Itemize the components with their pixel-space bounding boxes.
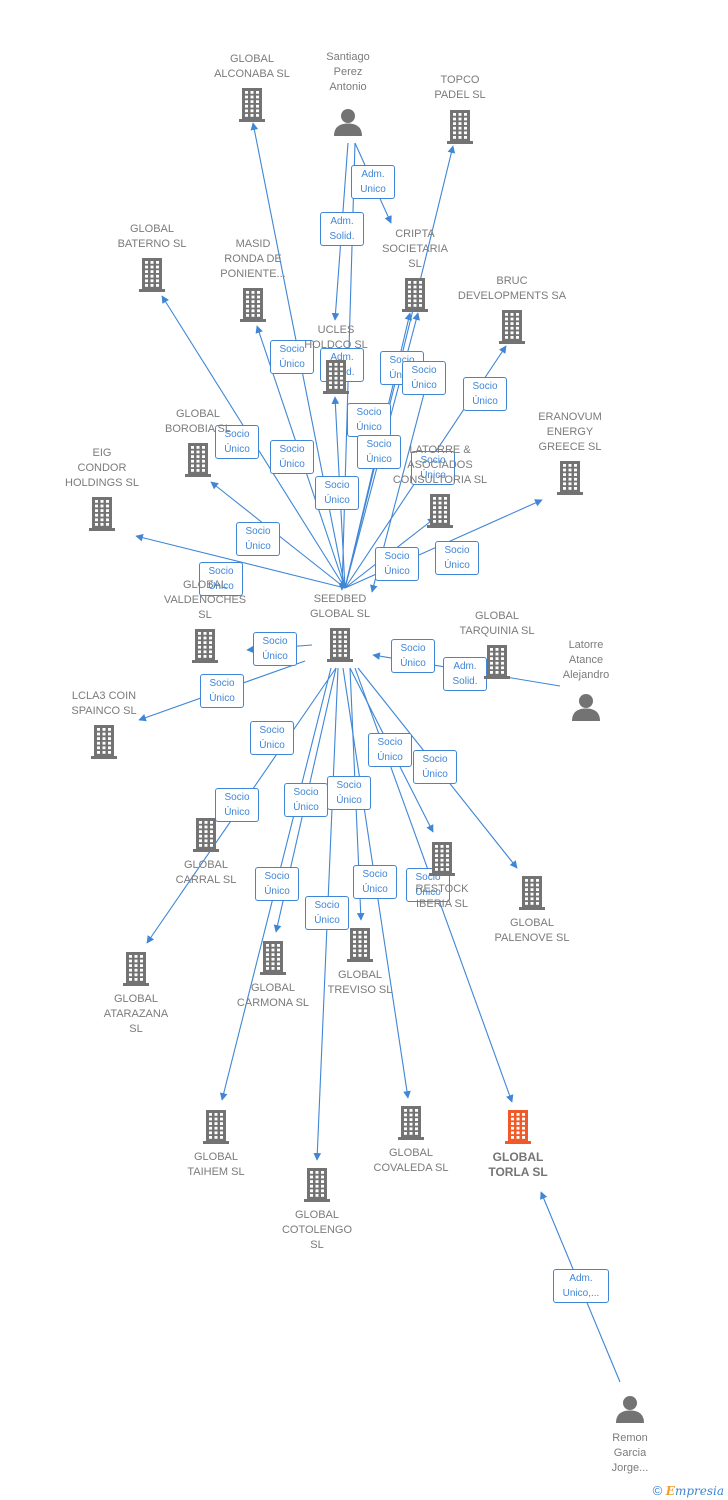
brand-logo: Empresia xyxy=(665,1484,724,1498)
relation-label[interactable]: Socio Único xyxy=(270,340,314,374)
building-icon xyxy=(484,645,510,679)
building-icon xyxy=(519,876,545,910)
building-icon xyxy=(429,842,455,876)
person-icon xyxy=(616,1396,644,1423)
building-icon xyxy=(185,443,211,477)
building-icon xyxy=(347,928,373,962)
building-icon xyxy=(239,88,265,122)
relation-label[interactable]: Socio Único xyxy=(413,750,457,784)
relation-label[interactable]: Socio Único xyxy=(284,783,328,817)
node-label: GLOBAL VALDENOCHES SL xyxy=(163,579,247,621)
node-label: GLOBAL PALENOVE SL xyxy=(494,917,570,944)
building-icon xyxy=(398,1106,424,1140)
building-icon xyxy=(139,258,165,292)
relation-label[interactable]: Socio Único xyxy=(347,403,391,437)
relation-label[interactable]: Socio Único xyxy=(353,865,397,899)
node-label: TOPCO PADEL SL xyxy=(434,74,486,101)
relation-label[interactable]: Socio Único xyxy=(255,867,299,901)
node-label: GLOBAL CARMONA SL xyxy=(236,982,310,1009)
node-label: GLOBAL TORLA SL xyxy=(488,1150,548,1179)
building-icon xyxy=(323,360,349,394)
node-label: RESTOCK IBERIA SL xyxy=(415,883,469,910)
relation-label[interactable]: Socio Único xyxy=(435,541,479,575)
relation-label[interactable]: Adm. Unico,... xyxy=(553,1269,609,1303)
node-label: SEEDBED GLOBAL SL xyxy=(309,593,371,620)
relation-label[interactable]: Socio Único xyxy=(463,377,507,411)
node-label: MASID RONDA DE PONIENTE... xyxy=(220,238,286,280)
node-label: Santiago Perez Antonio xyxy=(326,51,370,93)
node-label: GLOBAL COVALEDA SL xyxy=(373,1147,449,1174)
building-icon xyxy=(91,725,117,759)
node-label: CRIPTA SOCIETARIA SL xyxy=(382,228,448,270)
relation-label[interactable]: Socio Único xyxy=(236,522,280,556)
node-label: GLOBAL COTOLENGO SL xyxy=(281,1209,353,1251)
copyright-symbol: © xyxy=(652,1483,663,1498)
building-icon xyxy=(260,941,286,975)
relation-label[interactable]: Socio Único xyxy=(327,776,371,810)
building-icon xyxy=(193,818,219,852)
node-label: EIG CONDOR HOLDINGS SL xyxy=(65,447,139,489)
relation-label[interactable]: Adm. Solid. xyxy=(443,657,487,691)
relation-label[interactable]: Socio Único xyxy=(215,788,259,822)
relation-label[interactable]: Socio Único xyxy=(305,896,349,930)
relation-label[interactable]: Socio Único xyxy=(215,425,259,459)
relation-label[interactable]: Adm. Unico xyxy=(351,165,395,199)
node-label: GLOBAL ALCONABA SL xyxy=(214,53,290,80)
node-label: GLOBAL ATARAZANA SL xyxy=(103,993,169,1035)
node-label: UCLES HOLDCO SL xyxy=(304,324,368,351)
relation-label[interactable]: Socio Único xyxy=(315,476,359,510)
building-icon xyxy=(402,278,428,312)
node-label: GLOBAL TARQUINIA SL xyxy=(459,610,535,637)
building-icon xyxy=(192,629,218,663)
relation-label[interactable]: Socio Único xyxy=(270,440,314,474)
node-label: BRUC DEVELOPMENTS SA xyxy=(457,275,567,302)
building-icon xyxy=(203,1110,229,1144)
building-icon xyxy=(557,461,583,495)
building-icon xyxy=(427,494,453,528)
building-icon xyxy=(240,288,266,322)
relation-label[interactable]: Socio Único xyxy=(406,868,450,902)
building-icon xyxy=(447,110,473,144)
relation-label[interactable]: Socio Único xyxy=(391,639,435,673)
node-label: Latorre Atance Alejandro xyxy=(562,639,610,681)
relation-label[interactable]: Socio Único xyxy=(402,361,446,395)
node-label: ERANOVUM ENERGY GREECE SL xyxy=(538,411,602,453)
building-icon xyxy=(499,310,525,344)
relation-label[interactable]: Socio Único xyxy=(411,451,455,485)
building-icon xyxy=(505,1110,531,1144)
node-label: GLOBAL CARRAL SL xyxy=(175,859,237,886)
building-icon xyxy=(304,1168,330,1202)
relation-label[interactable]: Socio Único xyxy=(199,562,243,596)
relation-label[interactable]: Socio Único xyxy=(200,674,244,708)
node-label: Remon Garcia Jorge... xyxy=(611,1432,649,1474)
relation-label[interactable]: Adm. Solid. xyxy=(320,212,364,246)
node-label: GLOBAL TAIHEM SL xyxy=(187,1151,245,1178)
building-icon xyxy=(89,497,115,531)
relation-label[interactable]: Socio Único xyxy=(368,733,412,767)
node-label: LATORRE & ASOCIADOS CONSULTORIA SL xyxy=(392,444,488,486)
person-icon xyxy=(572,694,600,721)
footer-credit[interactable]: © Empresia xyxy=(653,1483,724,1498)
relation-label[interactable]: Socio Único xyxy=(250,721,294,755)
relation-label[interactable]: Socio Único xyxy=(253,632,297,666)
person-icon xyxy=(334,109,362,136)
relation-label[interactable]: Socio Único xyxy=(357,435,401,469)
node-label: GLOBAL BATERNO SL xyxy=(117,223,187,250)
node-label: GLOBAL TREVISO SL xyxy=(327,969,393,996)
building-icon xyxy=(123,952,149,986)
node-label: GLOBAL BOROBIA SL xyxy=(164,408,232,435)
relation-label[interactable]: Socio Único xyxy=(375,547,419,581)
node-label: LCLA3 COIN SPAINCO SL xyxy=(71,690,137,717)
building-icon xyxy=(327,628,353,662)
